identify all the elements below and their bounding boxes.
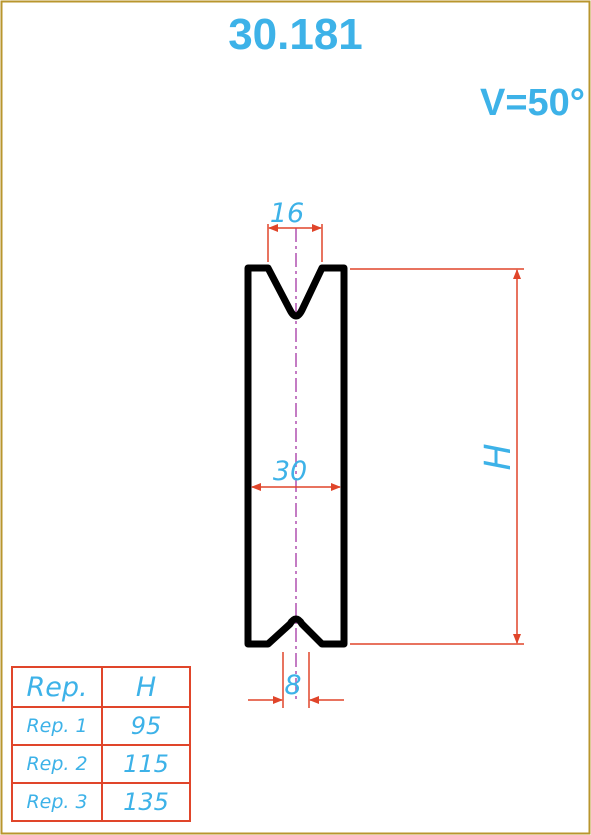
body-width-label: 30 — [273, 456, 307, 487]
table-cell-rep: Rep. 2 — [11, 744, 103, 784]
top-width-label: 16 — [270, 198, 304, 229]
table-row: Rep. 3 135 — [11, 782, 191, 822]
table-cell-h: 115 — [101, 744, 191, 784]
table-cell-h: 95 — [101, 706, 191, 746]
table-header-rep: Rep. — [11, 666, 103, 708]
table-header-h: H — [101, 666, 191, 708]
v-angle-label: V=50° — [479, 82, 585, 124]
bottom-width-label: 8 — [284, 670, 301, 701]
table-cell-rep: Rep. 1 — [11, 706, 103, 746]
part-number-title: 30.181 — [228, 10, 363, 59]
table-cell-rep: Rep. 3 — [11, 782, 103, 822]
table-cell-h: 135 — [101, 782, 191, 822]
height-table: Rep. H Rep. 1 95 Rep. 2 115 Rep. 3 135 — [11, 666, 191, 822]
table-header-row: Rep. H — [11, 666, 191, 708]
table-row: Rep. 1 95 — [11, 706, 191, 746]
height-label: H — [478, 443, 519, 470]
table-row: Rep. 2 115 — [11, 744, 191, 784]
die-profile-outline — [244, 264, 348, 648]
